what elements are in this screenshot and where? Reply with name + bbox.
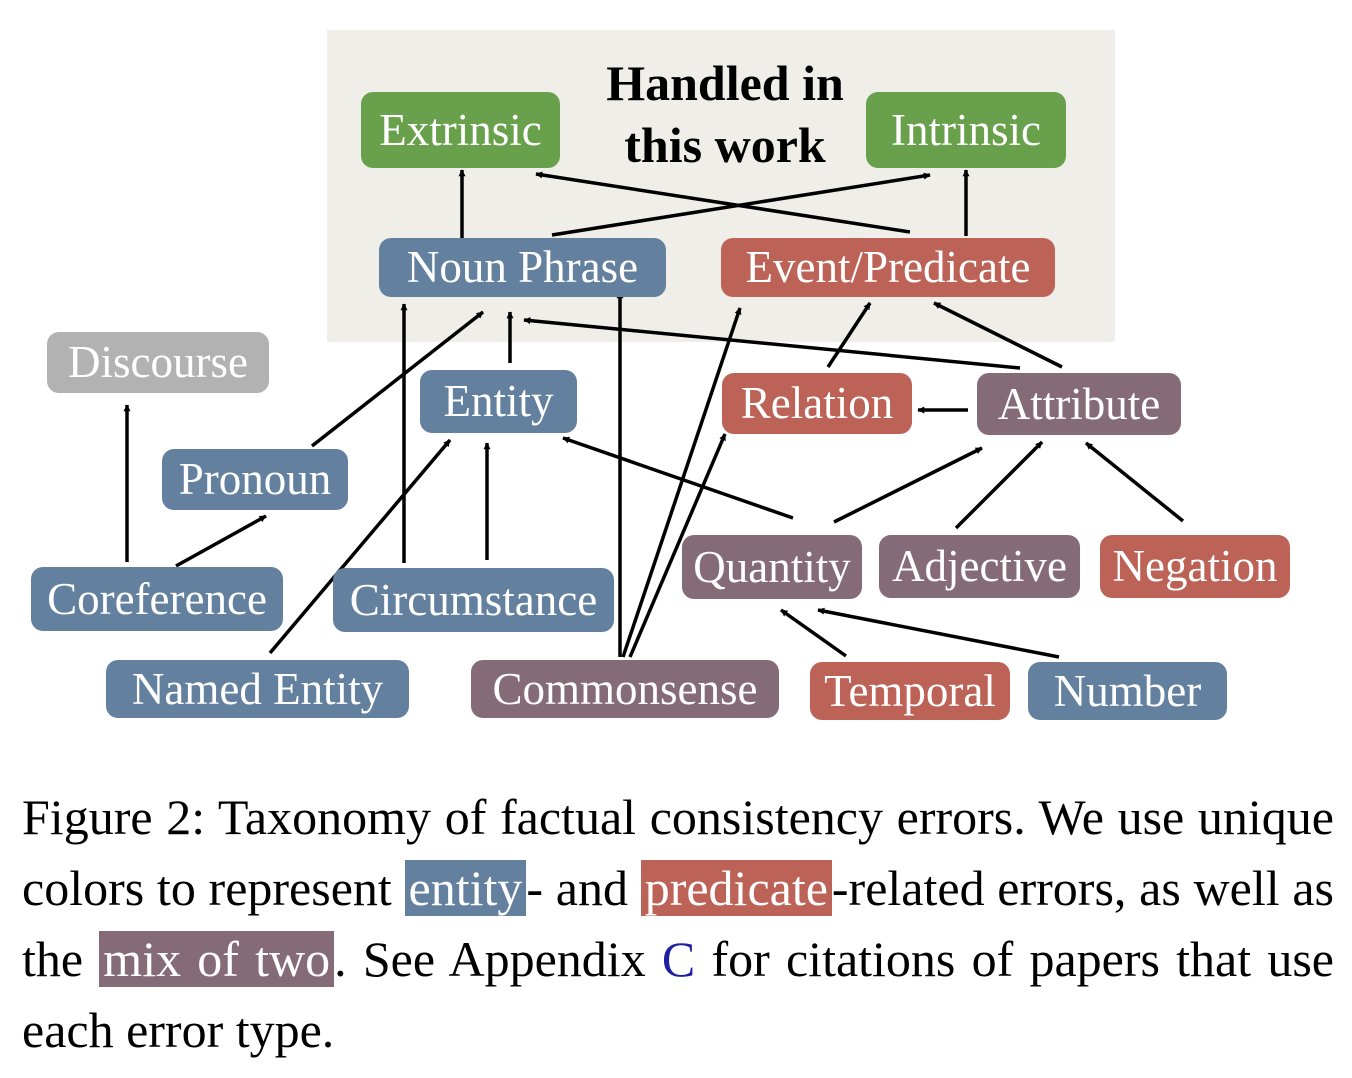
node-event-predicate: Event/Predicate — [721, 238, 1055, 297]
caption-text-3: -related errors, as well as the — [22, 860, 1334, 987]
node-adjective: Adjective — [879, 535, 1080, 598]
region-title: Handled in this work — [560, 52, 890, 176]
node-entity: Entity — [420, 370, 577, 433]
node-named-entity: Named Entity — [106, 660, 409, 718]
caption-highlight-mix: mix of two — [99, 931, 335, 987]
arrow-coreference-pronoun — [175, 514, 267, 568]
caption-highlight-entity: entity — [404, 860, 527, 916]
arrow-attribute-event — [933, 301, 1063, 369]
node-relation: Relation — [722, 373, 912, 434]
caption-text-5: for citations of papers that use each er… — [22, 931, 1334, 1058]
node-quantity: Quantity — [682, 535, 862, 599]
node-intrinsic: Intrinsic — [866, 92, 1066, 168]
arrow-pronoun-nounphrase — [310, 310, 485, 448]
arrow-quantity-attribute — [833, 446, 983, 524]
arrow-relation-event — [826, 302, 872, 368]
region-title-line2: this work — [624, 117, 826, 173]
arrow-event-extrinsic — [535, 171, 911, 234]
taxonomy-diagram: Handled in this work — [31, 30, 1290, 720]
node-commonsense: Commonsense — [471, 660, 779, 718]
node-extrinsic: Extrinsic — [361, 92, 560, 168]
arrow-commonsense-relation — [628, 433, 727, 658]
node-circumstance: Circumstance — [333, 568, 614, 632]
arrow-layer — [123, 169, 1185, 659]
appendix-link[interactable]: C — [661, 931, 696, 987]
region-title-line1: Handled in — [606, 55, 844, 111]
figure-caption: Figure 2: Taxonomy of factual consistenc… — [22, 782, 1334, 1066]
arrow-quantity-entity — [562, 436, 794, 520]
caption-text-1: Figure 2: Taxonomy of factual consistenc… — [22, 789, 1334, 916]
arrow-negation-attribute — [1084, 441, 1185, 523]
node-noun-phrase: Noun Phrase — [379, 238, 666, 297]
caption-text-2: - and — [526, 860, 641, 916]
arrow-attribute-nounphrase — [523, 317, 1021, 370]
arrow-adjective-attribute — [954, 440, 1044, 530]
arrow-temporal-quantity — [779, 608, 848, 658]
node-pronoun: Pronoun — [162, 449, 348, 510]
arrow-number-quantity — [817, 607, 1060, 659]
node-discourse: Discourse — [47, 332, 269, 393]
node-attribute: Attribute — [977, 373, 1181, 435]
node-negation: Negation — [1100, 535, 1290, 598]
caption-highlight-predicate: predicate — [640, 860, 832, 916]
node-temporal: Temporal — [810, 662, 1010, 720]
arrow-namedentity-entity — [268, 438, 452, 655]
node-number: Number — [1028, 662, 1227, 720]
arrow-commonsense-event — [621, 307, 742, 658]
caption-text-4: . See Appendix — [334, 931, 662, 987]
node-coreference: Coreference — [31, 567, 283, 631]
